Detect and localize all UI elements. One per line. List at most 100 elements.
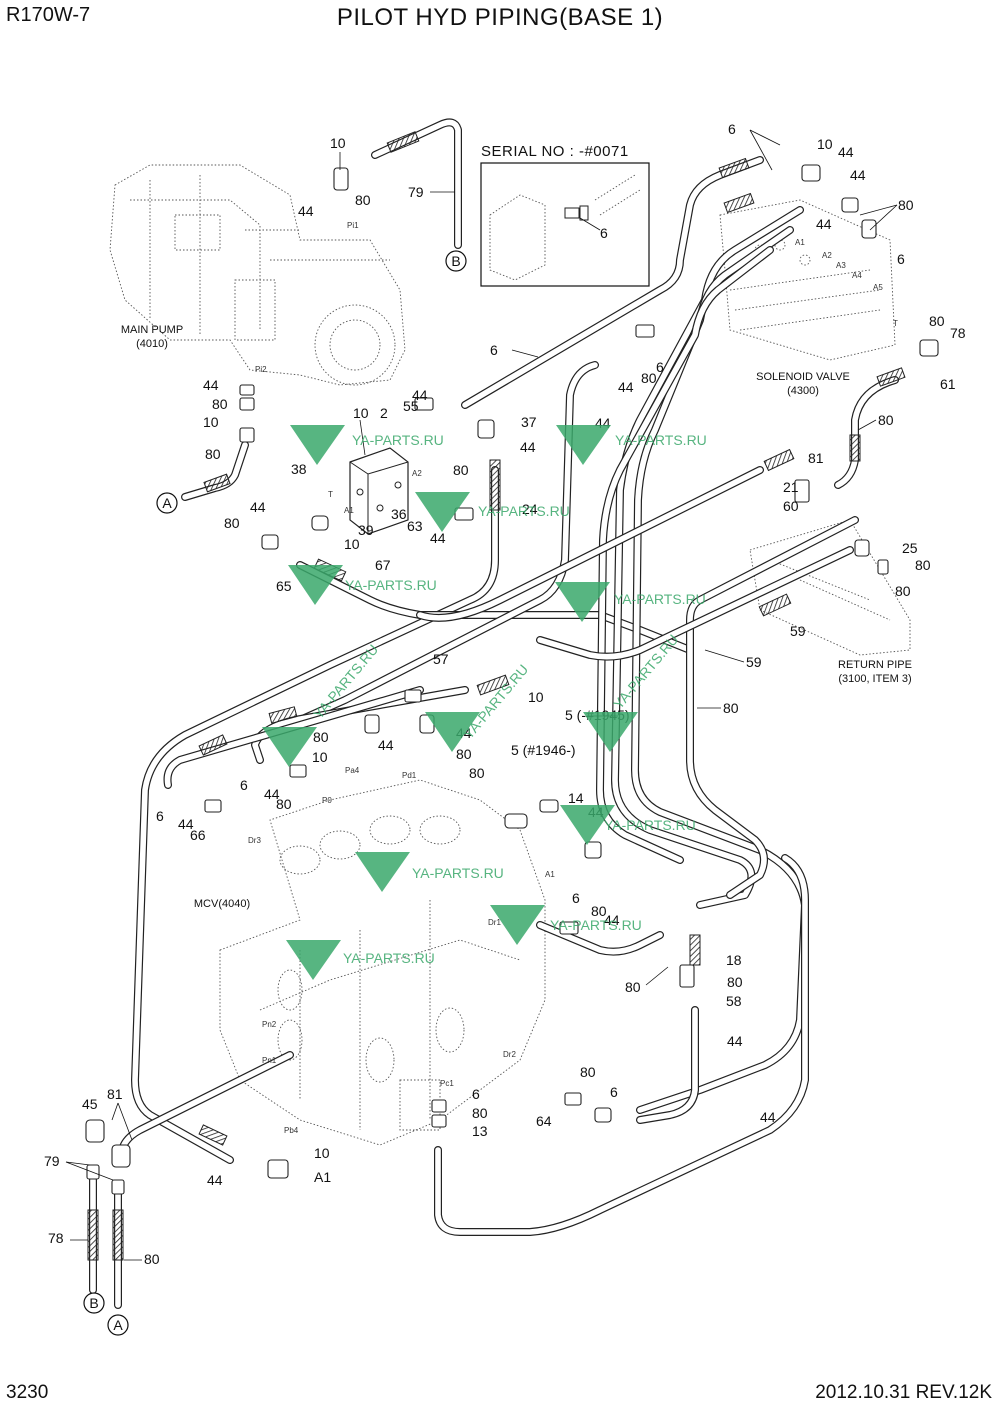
svg-text:80: 80 <box>723 700 739 716</box>
svg-text:59: 59 <box>746 654 762 670</box>
svg-text:64: 64 <box>536 1113 552 1129</box>
watermark-logo: YA-PARTS.RU <box>355 852 504 892</box>
svg-text:44: 44 <box>412 387 428 403</box>
svg-text:80: 80 <box>641 370 657 386</box>
svg-text:Dr2: Dr2 <box>503 1050 516 1059</box>
watermark-logo: YA-PARTS.RU <box>415 492 570 532</box>
svg-text:10: 10 <box>528 689 544 705</box>
svg-text:(3100, ITEM 3): (3100, ITEM 3) <box>838 673 911 685</box>
svg-text:81: 81 <box>808 450 824 466</box>
svg-text:57: 57 <box>433 651 449 667</box>
svg-text:2: 2 <box>380 405 388 421</box>
model-code: R170W-7 <box>6 4 91 26</box>
svg-text:67: 67 <box>375 557 391 573</box>
svg-text:Pi1: Pi1 <box>347 221 359 230</box>
svg-text:(4300): (4300) <box>787 385 819 397</box>
svg-text:21: 21 <box>783 479 799 495</box>
svg-text:YA-PARTS.RU: YA-PARTS.RU <box>550 917 642 933</box>
svg-text:10: 10 <box>314 1145 330 1161</box>
svg-text:13: 13 <box>472 1123 488 1139</box>
svg-text:6: 6 <box>490 342 498 358</box>
svg-text:6: 6 <box>897 251 905 267</box>
svg-text:YA-PARTS.RU: YA-PARTS.RU <box>615 432 707 448</box>
svg-text:A5: A5 <box>873 283 883 292</box>
svg-text:81: 81 <box>107 1086 123 1102</box>
svg-text:44: 44 <box>727 1033 743 1049</box>
svg-text:Pc1: Pc1 <box>440 1079 454 1088</box>
svg-text:P0: P0 <box>322 796 332 805</box>
svg-text:44: 44 <box>203 377 219 393</box>
svg-text:66: 66 <box>190 827 206 843</box>
watermark-logo: YA-PARTS.RU <box>555 582 706 622</box>
svg-text:YA-PARTS.RU: YA-PARTS.RU <box>604 817 696 833</box>
svg-text:MCV(4040): MCV(4040) <box>194 898 250 910</box>
svg-text:A2: A2 <box>822 251 832 260</box>
svg-text:A: A <box>113 1317 123 1333</box>
svg-text:44: 44 <box>264 786 280 802</box>
svg-text:80: 80 <box>456 746 472 762</box>
svg-text:YA-PARTS.RU: YA-PARTS.RU <box>478 503 570 519</box>
svg-text:YA-PARTS.RU: YA-PARTS.RU <box>352 432 444 448</box>
watermark-logo: YA-PARTS.RU <box>286 940 435 980</box>
svg-text:YA-PARTS.RU: YA-PARTS.RU <box>345 577 437 593</box>
svg-text:10: 10 <box>344 536 360 552</box>
svg-text:6: 6 <box>240 777 248 793</box>
svg-text:44: 44 <box>250 499 266 515</box>
svg-text:14: 14 <box>568 790 584 806</box>
svg-text:44: 44 <box>618 379 634 395</box>
svg-text:79: 79 <box>44 1153 60 1169</box>
page-number: 3230 <box>6 1382 49 1403</box>
svg-text:A4: A4 <box>852 271 862 280</box>
svg-text:Pi2: Pi2 <box>255 365 267 374</box>
svg-text:44: 44 <box>430 530 446 546</box>
svg-text:A: A <box>162 495 172 511</box>
svg-text:39: 39 <box>358 522 374 538</box>
svg-text:80: 80 <box>276 796 292 812</box>
svg-text:A2: A2 <box>412 469 422 478</box>
svg-text:T: T <box>893 319 898 328</box>
svg-text:44: 44 <box>760 1109 776 1125</box>
svg-text:60: 60 <box>783 498 799 514</box>
svg-text:6: 6 <box>472 1086 480 1102</box>
svg-text:Pb4: Pb4 <box>284 1126 299 1135</box>
svg-text:10: 10 <box>203 414 219 430</box>
svg-text:6: 6 <box>656 359 664 375</box>
svg-text:6: 6 <box>572 890 580 906</box>
revision-date: 2012.10.31 REV.12K <box>815 1382 992 1403</box>
svg-text:80: 80 <box>355 192 371 208</box>
main-pump-outline <box>109 164 406 386</box>
watermark-logo <box>262 727 317 767</box>
svg-text:SOLENOID VALVE: SOLENOID VALVE <box>756 371 850 383</box>
svg-text:10: 10 <box>312 749 328 765</box>
svg-text:6: 6 <box>156 808 164 824</box>
svg-text:80: 80 <box>205 446 221 462</box>
svg-text:44: 44 <box>378 737 394 753</box>
svg-text:80: 80 <box>212 396 228 412</box>
component-labels: MAIN PUMP (4010) SOLENOID VALVE (4300) R… <box>121 324 912 910</box>
svg-text:80: 80 <box>580 1064 596 1080</box>
watermark-logo: YA-PARTS.RU <box>290 425 444 465</box>
svg-text:44: 44 <box>207 1172 223 1188</box>
svg-text:18: 18 <box>726 952 742 968</box>
svg-text:Dr3: Dr3 <box>248 836 261 845</box>
svg-text:80: 80 <box>898 197 914 213</box>
serial-number-box: SERIAL NO : -#0071 6 <box>480 143 650 287</box>
svg-text:A1: A1 <box>545 870 555 879</box>
svg-text:80: 80 <box>144 1251 160 1267</box>
svg-text:58: 58 <box>726 993 742 1009</box>
svg-text:79: 79 <box>408 184 424 200</box>
svg-text:78: 78 <box>48 1230 64 1246</box>
svg-text:A1: A1 <box>314 1169 331 1185</box>
svg-text:80: 80 <box>727 974 743 990</box>
svg-text:YA-PARTS.RU: YA-PARTS.RU <box>614 591 706 607</box>
svg-text:78: 78 <box>950 325 966 341</box>
watermark-logo <box>583 712 638 752</box>
svg-text:10: 10 <box>817 136 833 152</box>
svg-text:Pa4: Pa4 <box>345 766 360 775</box>
svg-text:80: 80 <box>469 765 485 781</box>
svg-text:65: 65 <box>276 578 292 594</box>
svg-text:80: 80 <box>313 729 329 745</box>
svg-text:YA-PARTS.RU: YA-PARTS.RU <box>460 661 531 742</box>
svg-text:25: 25 <box>902 540 918 556</box>
svg-text:80: 80 <box>591 903 607 919</box>
